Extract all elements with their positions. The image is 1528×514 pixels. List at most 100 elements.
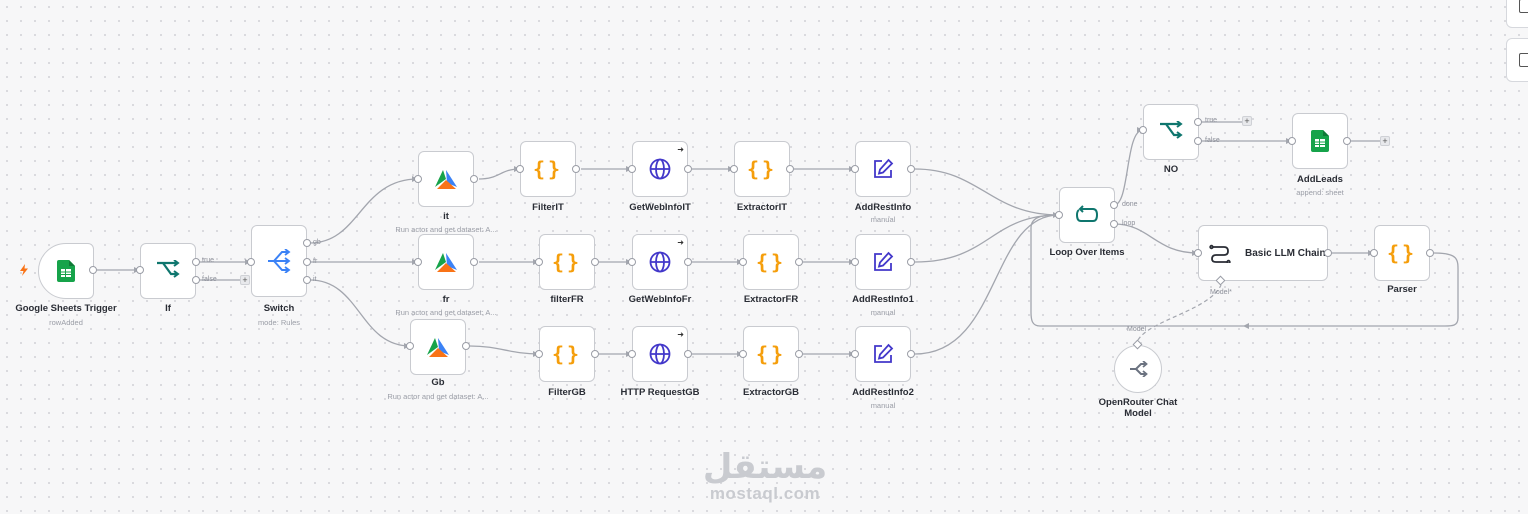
arrowhead [1243,323,1249,329]
output-port-gb[interactable] [303,239,311,247]
input-port[interactable] [739,350,747,358]
output-port[interactable] [572,165,580,173]
false-output-port[interactable] [1194,137,1202,145]
add-node-button[interactable]: + [240,275,250,285]
output-port[interactable] [684,350,692,358]
output-port[interactable] [462,342,470,350]
input-port[interactable] [739,258,747,266]
input-port[interactable] [535,350,543,358]
input-port[interactable] [730,165,738,173]
filter-it-node[interactable]: {} [520,141,576,197]
extractor-gb-node[interactable]: {} [743,326,799,382]
external-arrow-icon: ➜ [677,238,684,247]
if-node[interactable] [140,243,196,299]
output-port[interactable] [786,165,794,173]
add-node-button[interactable]: + [1380,136,1390,146]
filter-gb-node[interactable]: {} [539,326,595,382]
input-port[interactable] [1139,126,1147,134]
node-label: If [165,303,171,314]
input-port[interactable] [628,258,636,266]
input-port[interactable] [1288,137,1296,145]
extractor-fr-node[interactable]: {} [743,234,799,290]
output-port[interactable] [1343,137,1351,145]
input-port[interactable] [414,258,422,266]
canvas-control-button[interactable] [1506,38,1528,82]
openrouter-chat-model-node[interactable] [1114,345,1162,393]
done-output-port[interactable] [1110,201,1118,209]
input-port[interactable] [136,266,144,274]
node-label: FilterGB [548,387,586,398]
input-port[interactable] [1055,211,1063,219]
output-port[interactable] [591,350,599,358]
output-port[interactable] [470,175,478,183]
output-port[interactable] [1324,249,1332,257]
node-label: it [443,211,449,222]
globe-icon [649,158,671,180]
filter-fr-node[interactable]: {} [539,234,595,290]
add-leads-node[interactable] [1292,113,1348,169]
output-port[interactable] [795,258,803,266]
add-rest-info2-node[interactable] [855,326,911,382]
connection [309,178,419,244]
parser-node[interactable]: {} [1374,225,1430,281]
input-port[interactable] [851,165,859,173]
get-web-info-fr-node[interactable]: ➜ [632,234,688,290]
input-port[interactable] [516,165,524,173]
output-port[interactable] [795,350,803,358]
chain-icon [1209,244,1231,263]
input-port[interactable] [1194,249,1202,257]
input-port[interactable] [535,258,543,266]
done-output-label: done [1122,201,1138,208]
get-web-info-it-node[interactable]: ➜ [632,141,688,197]
input-port[interactable] [851,350,859,358]
true-output-port[interactable] [192,258,200,266]
output-port[interactable] [907,165,915,173]
connection [309,279,411,347]
output-port[interactable] [907,258,915,266]
output-port[interactable] [89,266,97,274]
node-label: AddRestInfo2 [852,387,914,398]
loop-over-items-node[interactable] [1059,187,1115,243]
input-port[interactable] [406,342,414,350]
apify-node-fr[interactable] [418,234,474,290]
no-if-node[interactable] [1143,104,1199,160]
output-port[interactable] [907,350,915,358]
node-subtitle: Run actor and get dataset: A... [387,392,489,401]
node-label: Switch [263,303,295,314]
output-port[interactable] [591,258,599,266]
apify-icon [435,253,457,272]
input-port[interactable] [414,175,422,183]
output-port[interactable] [470,258,478,266]
model-connection [1137,284,1222,341]
output-port[interactable] [684,165,692,173]
basic-llm-chain-node[interactable]: Basic LLM Chain [1198,225,1328,281]
output-port-it[interactable] [303,276,311,284]
input-port[interactable] [1370,249,1378,257]
apify-node-gb[interactable] [410,319,466,375]
node-label: ExtractorGB [743,387,799,398]
extractor-it-node[interactable]: {} [734,141,790,197]
input-port[interactable] [247,258,255,266]
output-port[interactable] [1426,249,1434,257]
add-rest-info-node[interactable] [855,141,911,197]
false-output-port[interactable] [192,276,200,284]
switch-node[interactable] [251,225,307,297]
true-output-port[interactable] [1194,118,1202,126]
loop-output-port[interactable] [1110,220,1118,228]
canvas-control-button[interactable] [1506,0,1528,28]
add-rest-info1-node[interactable] [855,234,911,290]
input-port[interactable] [628,350,636,358]
add-node-button[interactable]: + [1242,116,1252,126]
google-sheets-icon [1311,130,1329,152]
output-port[interactable] [684,258,692,266]
node-label: Loop Over Items [1049,247,1125,258]
node-subtitle: append: sheet [1296,188,1344,197]
http-request-gb-node[interactable]: ➜ [632,326,688,382]
input-port[interactable] [851,258,859,266]
google-sheets-trigger-node[interactable] [38,243,94,299]
edit-fields-icon [874,158,894,178]
input-port[interactable] [628,165,636,173]
output-port-fr[interactable] [303,258,311,266]
apify-node-it[interactable] [418,151,474,207]
